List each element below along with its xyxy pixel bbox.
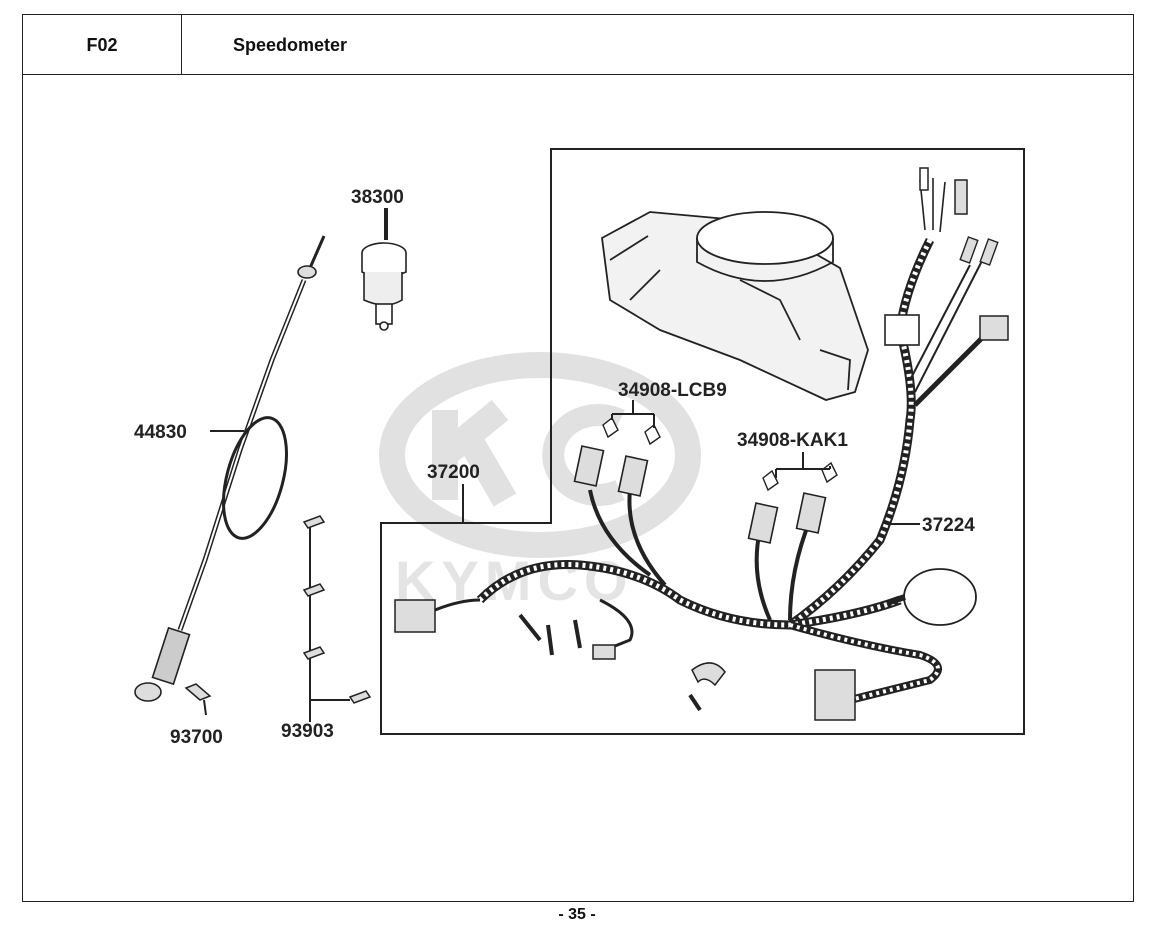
label-34908-kak1: 34908-KAK1 (737, 430, 848, 451)
page-number: - 35 - (558, 906, 596, 923)
label-93700: 93700 (170, 727, 223, 748)
part-44830-speedometer-cable (134, 235, 326, 702)
part-37200-sub-harness (394, 400, 977, 721)
harness-inset-frame (380, 148, 1025, 735)
header-table: F02 Speedometer (22, 14, 1134, 75)
label-37200: 37200 (427, 462, 480, 483)
label-38300: 38300 (351, 187, 404, 208)
part-38300-ignition-switch (361, 208, 407, 331)
section-code: F02 (23, 15, 182, 75)
label-44830: 44830 (134, 422, 187, 443)
part-37224-wire-harness (787, 167, 1009, 629)
part-93903-screws (302, 515, 372, 722)
part-speedometer-housing (601, 211, 869, 401)
part-93700-screw (184, 683, 212, 716)
label-37224: 37224 (922, 515, 975, 536)
label-93903: 93903 (281, 721, 334, 742)
diagram-frame (22, 74, 1134, 902)
section-title: Speedometer (233, 34, 348, 55)
label-34908-lcb9: 34908-LCB9 (618, 380, 727, 401)
